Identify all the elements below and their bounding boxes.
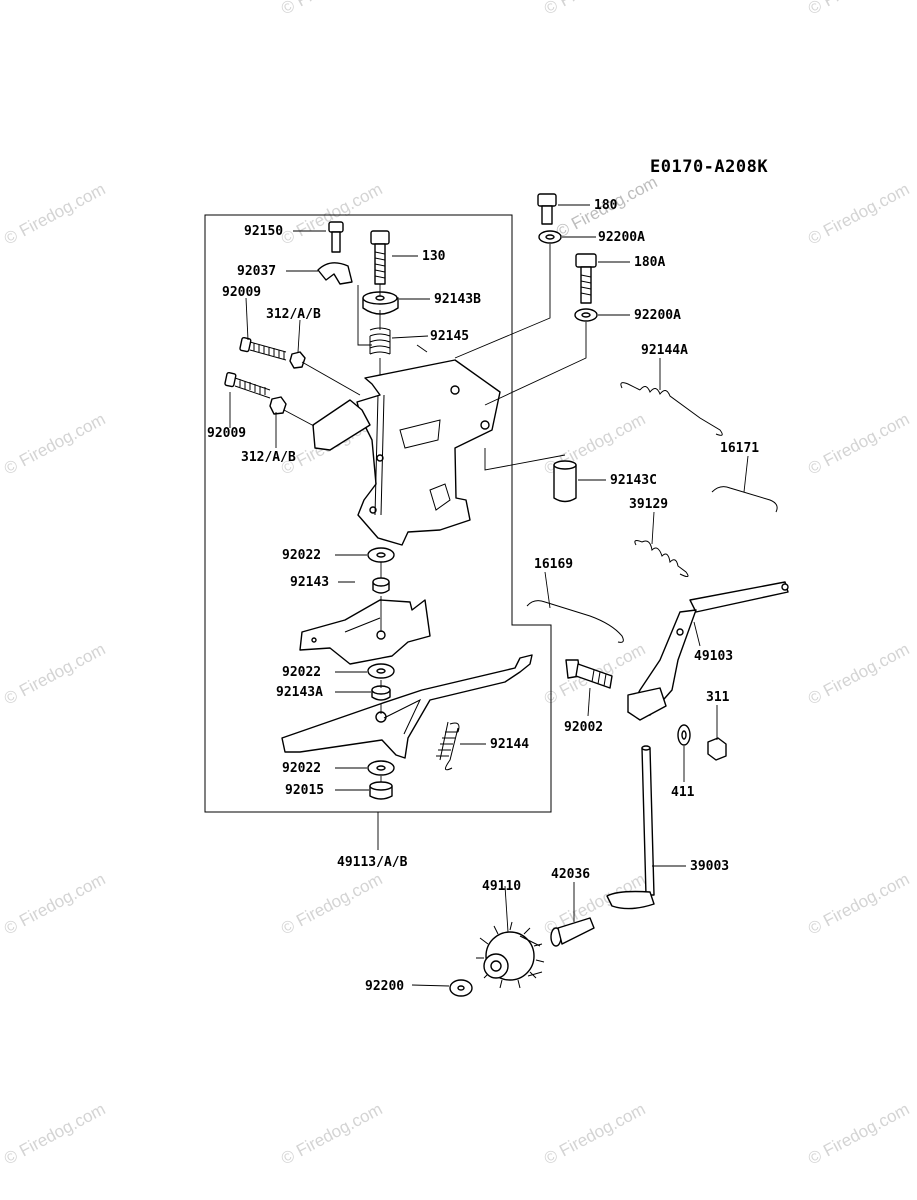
- label-312-lower: 312/A/B: [241, 450, 296, 465]
- watermark: © Firedog.com: [1, 639, 109, 708]
- label-49110: 49110: [482, 879, 521, 894]
- watermark: © Firedog.com: [541, 1099, 649, 1168]
- label-92144A: 92144A: [641, 343, 688, 358]
- watermark: © Firedog.com: [805, 0, 913, 19]
- collar-92143B: [362, 291, 399, 315]
- label-92200A-upper: 92200A: [598, 230, 645, 245]
- label-92143: 92143: [290, 575, 329, 590]
- washer-92200A-lower: [574, 308, 598, 322]
- label-92143C: 92143C: [610, 473, 657, 488]
- label-92015: 92015: [285, 783, 324, 798]
- watermark: © Firedog.com: [278, 0, 386, 19]
- watermark: © Firedog.com: [1, 179, 109, 248]
- label-92037: 92037: [237, 264, 276, 279]
- rod-16171: [711, 486, 778, 513]
- bolt-92002: [565, 659, 613, 689]
- label-130: 130: [422, 249, 446, 264]
- governor-arm-plate: [299, 599, 431, 665]
- watermark: © Firedog.com: [1, 869, 109, 938]
- spring-92144: [436, 721, 460, 771]
- clip-92037: [317, 262, 353, 285]
- label-92145: 92145: [430, 329, 469, 344]
- collar-92143C: [553, 460, 577, 503]
- label-92009-upper: 92009: [222, 285, 261, 300]
- watermark: © Firedog.com: [805, 409, 913, 478]
- washer-92022-b: [367, 663, 395, 679]
- watermark: © Firedog.com: [805, 179, 913, 248]
- nut-312-upper: [289, 351, 306, 369]
- label-411: 411: [671, 785, 695, 800]
- label-312-upper: 312/A/B: [266, 307, 321, 322]
- label-92022-c: 92022: [282, 761, 321, 776]
- label-92002: 92002: [564, 720, 603, 735]
- screw-92009-lower: [224, 371, 271, 399]
- screw-92009-upper: [239, 336, 287, 361]
- label-16171: 16171: [720, 441, 759, 456]
- leader-lines: [229, 204, 749, 987]
- washer-92022-c: [367, 760, 395, 776]
- collar-92143: [372, 577, 390, 594]
- watermark: © Firedog.com: [278, 869, 386, 938]
- part-labels: 92150 130 92037 92009 312/A/B 92143B 921…: [207, 198, 759, 994]
- bolt-92150: [328, 221, 344, 253]
- spring-92144A: [620, 382, 723, 436]
- label-16169: 16169: [534, 557, 573, 572]
- bolt-130: [370, 230, 390, 285]
- label-49103: 49103: [694, 649, 733, 664]
- washer-92200A-upper: [538, 230, 562, 244]
- nut-311: [707, 737, 727, 761]
- watermark: © Firedog.com: [805, 639, 913, 708]
- watermark: © Firedog.com: [1, 1099, 109, 1168]
- label-42036: 42036: [551, 867, 590, 882]
- watermark: © Firedog.com: [805, 869, 913, 938]
- watermark: © Firedog.com: [541, 0, 649, 19]
- label-39003: 39003: [690, 859, 729, 874]
- label-92144: 92144: [490, 737, 529, 752]
- diagram-code: E0170-A208K: [650, 157, 768, 177]
- washer-411: [677, 724, 691, 746]
- label-92200A-lower: 92200A: [634, 308, 681, 323]
- label-49113: 49113/A/B: [337, 855, 408, 870]
- gear-49110: [476, 921, 545, 989]
- label-180A: 180A: [634, 255, 665, 270]
- shaft-39003: [606, 745, 655, 910]
- washer-92022-a: [367, 547, 395, 563]
- spring-92145: [369, 327, 391, 355]
- bolt-180: [537, 193, 557, 225]
- nut-92015: [369, 781, 393, 800]
- nut-312-lower: [269, 396, 287, 415]
- lever-49103: [627, 581, 789, 721]
- assembly-box-outline: [204, 214, 552, 813]
- rod-16169: [526, 600, 624, 643]
- pin-42036: [550, 917, 595, 947]
- label-92009-lower: 92009: [207, 426, 246, 441]
- bolt-180A: [575, 253, 597, 304]
- label-180: 180: [594, 198, 618, 213]
- governor-bracket-plate: [312, 359, 501, 546]
- label-92150: 92150: [244, 224, 283, 239]
- label-39129: 39129: [629, 497, 668, 512]
- label-92022-b: 92022: [282, 665, 321, 680]
- label-92143B: 92143B: [434, 292, 481, 307]
- watermark: © Firedog.com: [805, 1099, 913, 1168]
- watermark: © Firedog.com: [278, 1099, 386, 1168]
- label-92143A: 92143A: [276, 685, 323, 700]
- label-92022-a: 92022: [282, 548, 321, 563]
- label-311: 311: [706, 690, 730, 705]
- watermark: © Firedog.com: [1, 409, 109, 478]
- label-92200: 92200: [365, 979, 404, 994]
- collar-92143A: [371, 685, 391, 701]
- washer-92200: [449, 979, 473, 997]
- spring-39129: [634, 540, 689, 578]
